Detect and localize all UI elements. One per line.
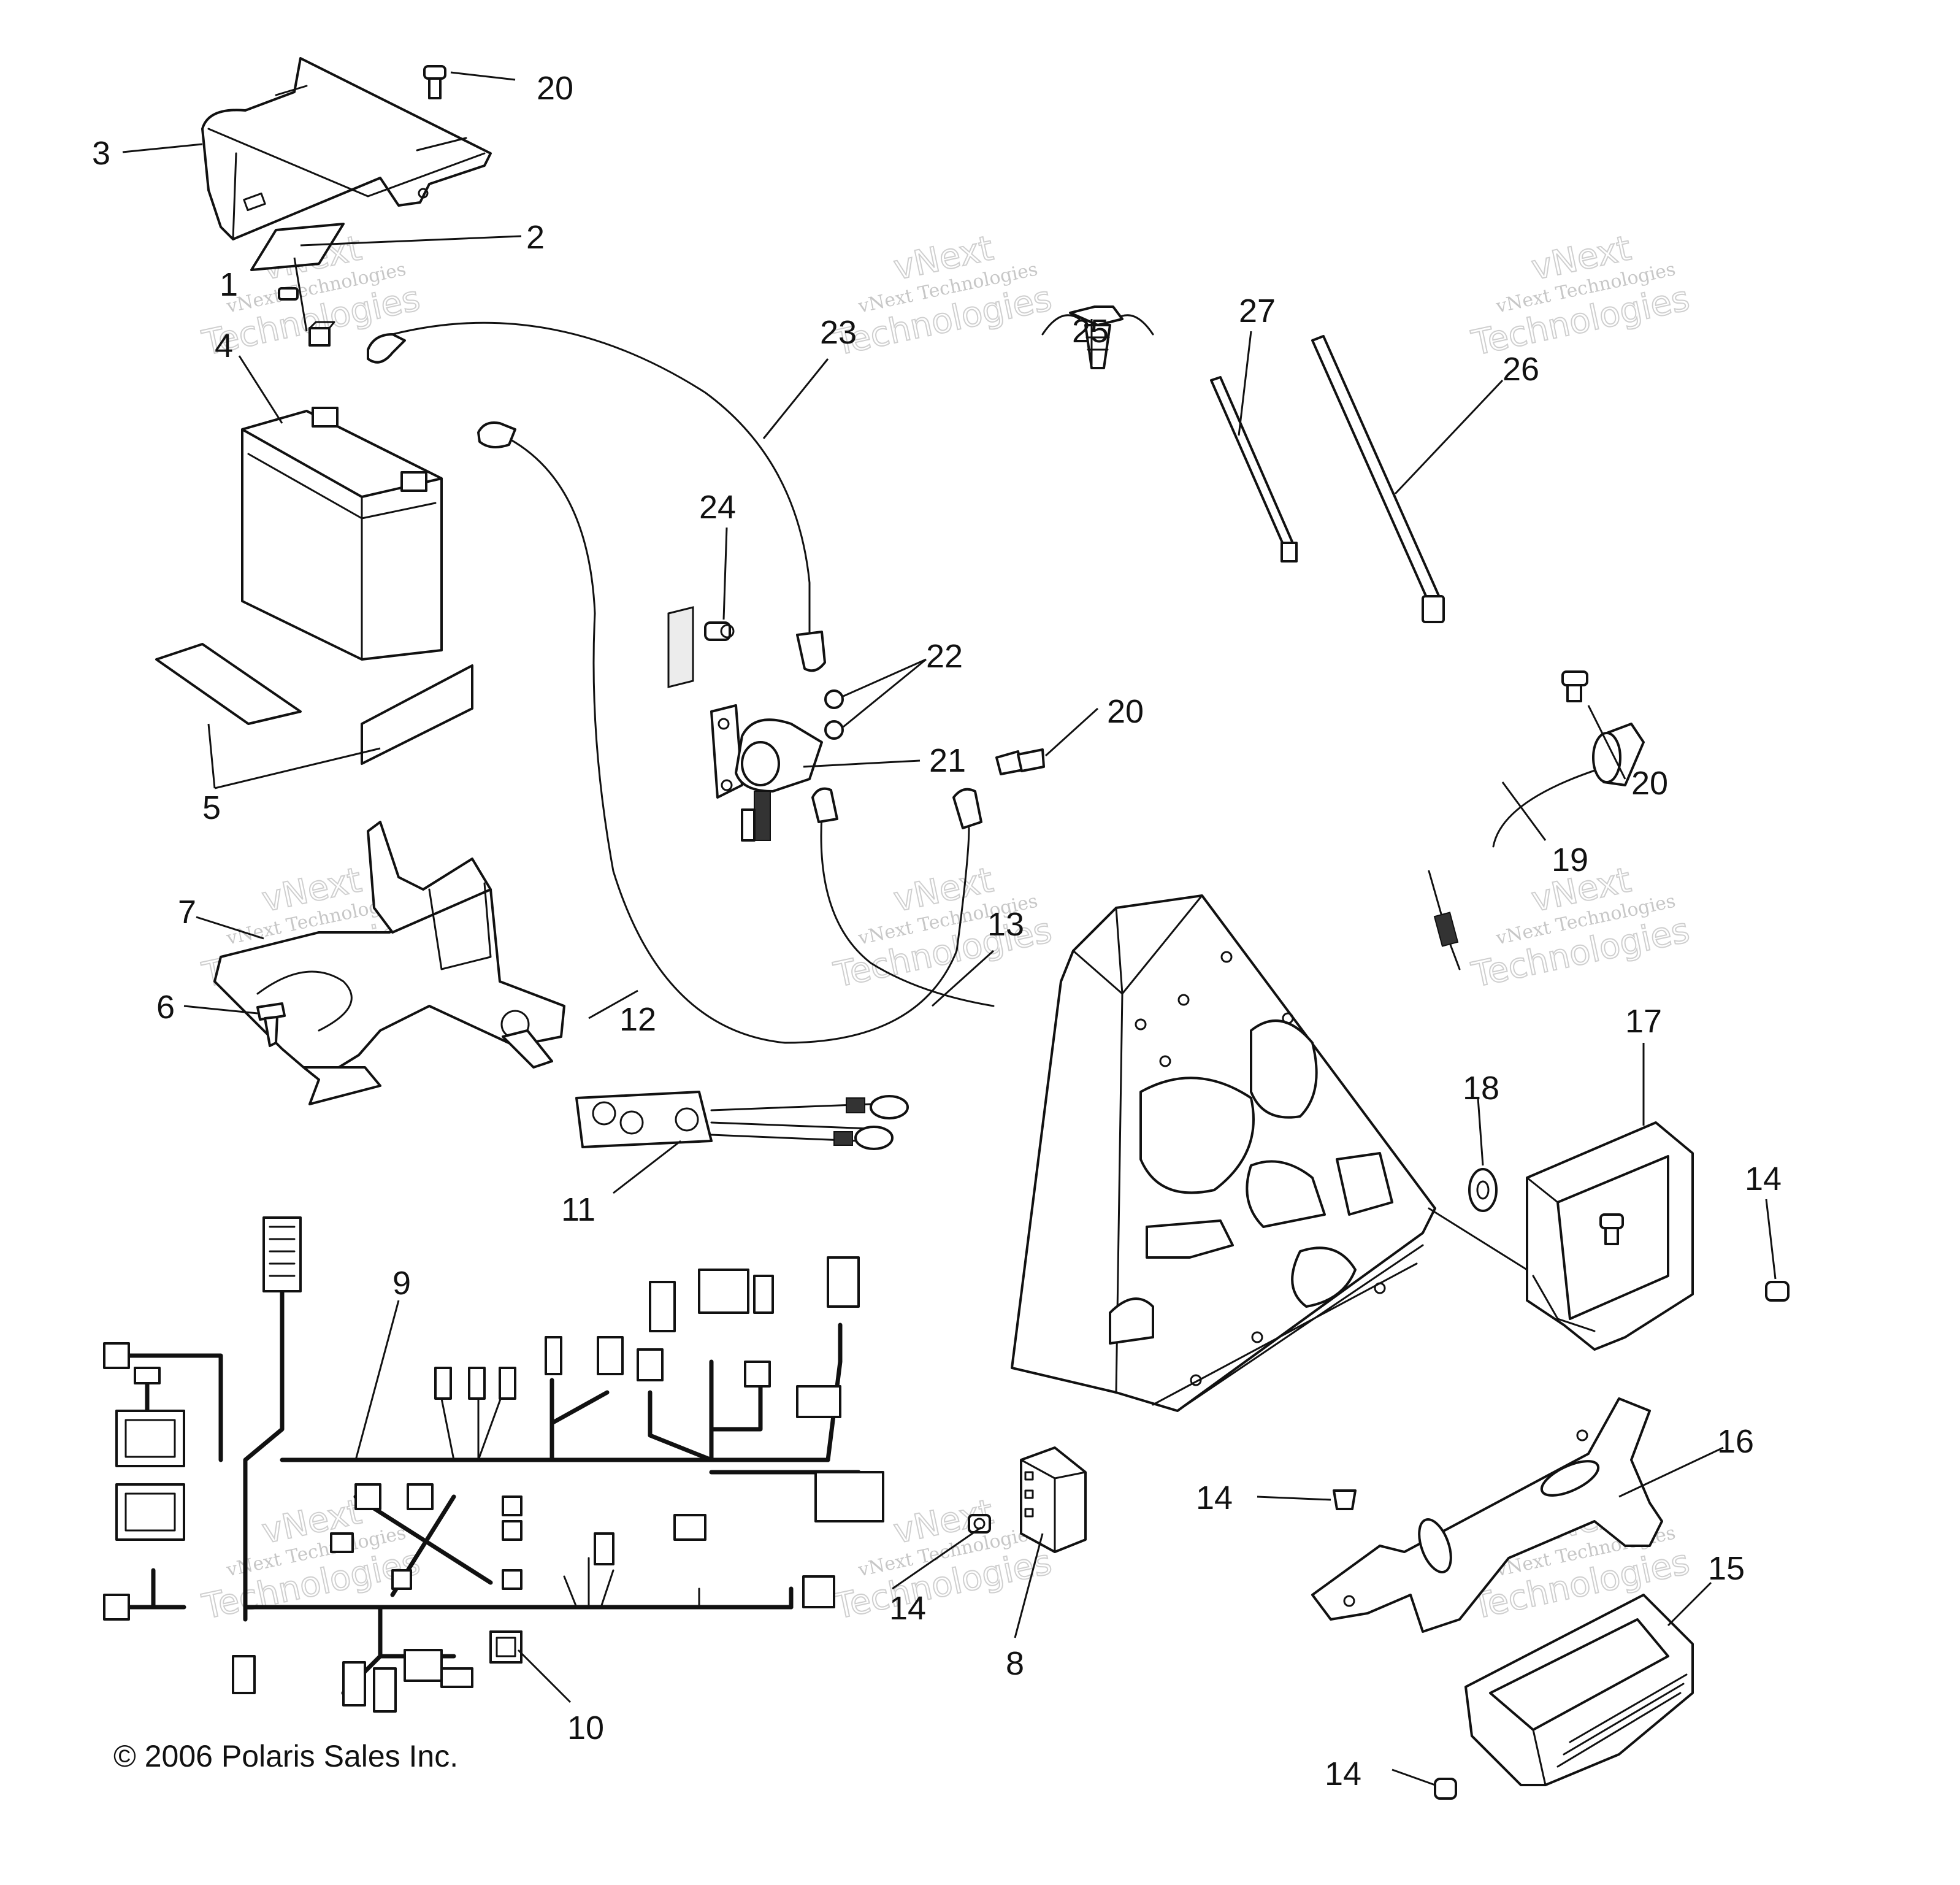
- watermark-3: vNext vNext Technologies Technologies: [1468, 228, 1693, 364]
- fastener-14-right: [1765, 1281, 1790, 1302]
- callout-14a: 14: [1745, 1161, 1782, 1197]
- callout-19: 19: [1552, 842, 1588, 878]
- callout-16: 16: [1717, 1423, 1754, 1460]
- cable-13: [811, 787, 995, 1007]
- callout-20a: 20: [537, 70, 573, 107]
- fastener-14-mid: [1333, 1489, 1357, 1510]
- callout-6: 6: [156, 989, 175, 1026]
- sensor-19: [1492, 723, 1645, 848]
- callout-24: 24: [699, 489, 736, 526]
- connector-10: [489, 1630, 523, 1664]
- fuse-24: [667, 606, 735, 688]
- callout-1: 1: [220, 266, 238, 303]
- leader-lines: [122, 71, 1777, 1786]
- battery: [241, 407, 443, 661]
- battery-cover: [201, 57, 492, 240]
- cable-12: [477, 421, 982, 1044]
- callout-4: 4: [215, 328, 233, 364]
- bolt-20-mid: [995, 748, 1045, 775]
- callout-14d: 14: [889, 1590, 926, 1627]
- callout-7: 7: [178, 894, 196, 931]
- sensor-connector: [1428, 870, 1461, 970]
- ecu-case-15: [1464, 1594, 1694, 1786]
- callout-8: 8: [1006, 1645, 1024, 1682]
- callout-23: 23: [820, 314, 857, 351]
- module-8: [1020, 1446, 1087, 1553]
- callout-3: 3: [92, 135, 110, 172]
- callout-17: 17: [1625, 1003, 1662, 1040]
- callout-14c: 14: [1325, 1756, 1361, 1792]
- mounting-plate: [1011, 894, 1436, 1412]
- battery-bracket: [215, 822, 565, 1105]
- callout-10: 10: [567, 1710, 604, 1746]
- copyright-text: © 2006 Polaris Sales Inc.: [113, 1739, 458, 1773]
- callout-11: 11: [561, 1191, 595, 1228]
- bracket-16: [1311, 1397, 1663, 1633]
- callout-13: 13: [987, 906, 1024, 943]
- cable-tie-26: [1311, 335, 1445, 623]
- callout-20c: 20: [1631, 765, 1668, 802]
- bolt-6: [256, 1002, 286, 1047]
- callout-9: 9: [392, 1265, 411, 1302]
- callout-25: 25: [1072, 313, 1109, 350]
- bolt-20-top: [423, 65, 446, 99]
- bolt-20-right: [1561, 670, 1588, 702]
- callout-20b: 20: [1107, 693, 1144, 730]
- callout-26: 26: [1503, 351, 1539, 388]
- callout-27: 27: [1239, 293, 1276, 329]
- fastener-14-bottom: [1434, 1778, 1457, 1800]
- callout-labels: 1 2 3 4 5 6 7 8 9 10 11 12 13 14 14 14 1…: [92, 70, 1782, 1792]
- cable-tie-27: [1210, 376, 1298, 562]
- ground-strap-11: [575, 1091, 909, 1150]
- battery-pads: [155, 643, 473, 765]
- callout-18: 18: [1463, 1070, 1499, 1107]
- callout-14b: 14: [1196, 1480, 1233, 1516]
- callout-21: 21: [929, 742, 966, 779]
- fastener-14-left: [968, 1514, 991, 1534]
- callout-22: 22: [926, 638, 963, 675]
- ecu-17: [1428, 1121, 1694, 1351]
- cable-23: [367, 321, 826, 672]
- callout-15: 15: [1708, 1550, 1745, 1587]
- callout-12: 12: [619, 1001, 656, 1038]
- battery-pad: [250, 223, 345, 271]
- nuts-22: [824, 689, 844, 740]
- grommet-18: [1468, 1168, 1498, 1212]
- solenoid-21: [710, 704, 823, 842]
- callout-2: 2: [526, 219, 545, 256]
- callout-5: 5: [202, 789, 221, 826]
- battery-bolt-1: [278, 287, 335, 347]
